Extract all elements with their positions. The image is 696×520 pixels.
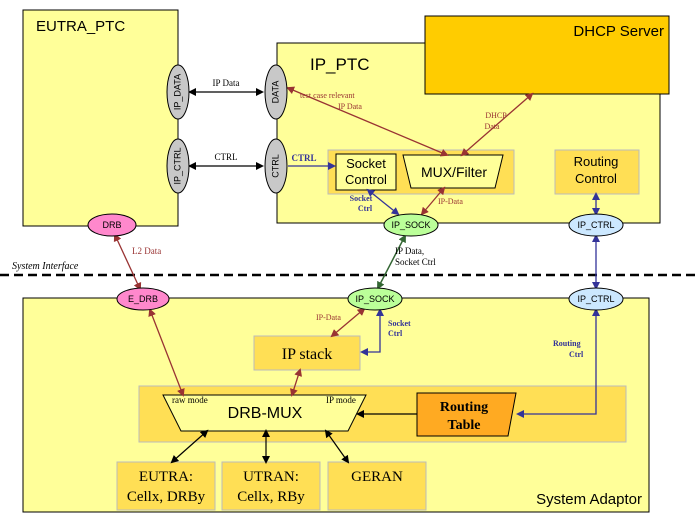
- dhcp-data-line2: Data: [484, 122, 500, 131]
- routing-ctrl-line2: Ctrl: [569, 350, 584, 359]
- ip-mode-arrow: [290, 368, 302, 397]
- e-drb-port: E_DRB: [116, 287, 170, 311]
- system-interface-label: System Interface: [12, 261, 79, 272]
- routing-table-line2: Table: [448, 418, 481, 433]
- ip-sock-link-line1: IP Data,: [395, 246, 424, 256]
- routing-control-line2: Control: [575, 171, 617, 186]
- routing-table-block: Routing Table: [416, 392, 517, 437]
- ip-sock-top-port: IP_SOCK: [383, 213, 439, 237]
- ip-ctrl-top-port-label: IP_CTRL: [577, 220, 614, 230]
- routing-control-line1: Routing: [574, 154, 619, 169]
- ip-ptc-data-port-label: DATA: [270, 81, 280, 104]
- ctrl-label: CTRL: [214, 152, 237, 162]
- ip-ptc-data-port: DATA: [264, 64, 288, 120]
- mux-ip-data-arrow: [420, 186, 446, 216]
- mux-to-eutra-arrow: [170, 429, 209, 464]
- ip-stack-data-label: IP-Data: [316, 313, 341, 322]
- geran-rat-label: GERAN: [351, 469, 403, 485]
- eutra-ip-ctrl-port-label: IP_CTRL: [172, 147, 182, 184]
- l2-data-arrow: [113, 233, 142, 291]
- ip-stack-data-arrow: [330, 307, 366, 338]
- test-case-label-line1: test case relevant: [300, 91, 355, 100]
- utran-rat-block: UTRAN: Cellx, RBy: [221, 461, 321, 511]
- mux-filter-block: MUX/Filter: [402, 154, 504, 189]
- socket-control-line2: Control: [345, 172, 387, 187]
- mux-to-geran-arrow: [324, 429, 350, 464]
- drb-port: DRB: [87, 213, 137, 237]
- eutra-ip-data-port: IP_DATA: [166, 64, 190, 120]
- dhcp-server-title: DHCP Server: [573, 23, 664, 40]
- eutra-rat-line1: EUTRA:: [139, 469, 193, 485]
- eutra-ptc-title: EUTRA_PTC: [36, 18, 125, 35]
- ip-sock-link-line2: Socket Ctrl: [395, 257, 436, 267]
- geran-rat-block: GERAN: [327, 461, 427, 511]
- system-adaptor-title: System Adaptor: [536, 491, 642, 508]
- ip-data-label: IP Data: [213, 78, 240, 88]
- socket-ctrl-line2: Ctrl: [358, 204, 373, 213]
- routing-control-block: Routing Control: [554, 149, 640, 195]
- dhcp-server-block: DHCP Server: [424, 15, 670, 95]
- socket-ctrl-line1: Socket: [350, 194, 373, 203]
- ip-ctrl-top-port: IP_CTRL: [568, 213, 624, 237]
- ip-sock-link-arrow: [377, 234, 406, 290]
- ip-stack-socket-ctrl-line1: Socket: [388, 319, 411, 328]
- drb-port-label: DRB: [102, 220, 121, 230]
- test-case-label-line2: IP Data: [338, 102, 362, 111]
- ip-stack-socket-ctrl-line2: Ctrl: [388, 329, 403, 338]
- mux-ip-data-label: IP-Data: [438, 197, 463, 206]
- raw-mode-arrow: [148, 308, 185, 397]
- socket-control-block: Socket Control: [335, 153, 397, 191]
- ip-sock-top-port-label: IP_SOCK: [391, 220, 430, 230]
- eutra-ip-ctrl-port: IP_CTRL: [166, 138, 190, 194]
- drb-mux-label: DRB-MUX: [228, 405, 303, 422]
- ctrl-bold-label: CTRL: [291, 153, 316, 163]
- drb-mux-block: DRB-MUX raw mode IP mode: [162, 394, 367, 432]
- routing-table-line1: Routing: [440, 400, 488, 415]
- socket-control-line1: Socket: [346, 156, 386, 171]
- utran-rat-line2: Cellx, RBy: [237, 489, 305, 505]
- ip-ptc-ctrl-port-label: CTRL: [270, 154, 280, 178]
- eutra-rat-line2: Cellx, DRBy: [127, 489, 206, 505]
- eutra-ip-data-port-label: IP_DATA: [172, 74, 182, 110]
- raw-mode-label: raw mode: [172, 395, 208, 405]
- ip-ctrl-bottom-port: IP_CTRL: [568, 287, 624, 311]
- dhcp-data-line1: DHCP: [485, 111, 507, 120]
- ip-mode-label: IP mode: [326, 395, 356, 405]
- routing-ctrl-arrow: [516, 308, 600, 418]
- ip-ptc-title: IP_PTC: [310, 55, 370, 74]
- socket-ctrl-arrow: [366, 188, 400, 216]
- ip-stack-label: IP stack: [282, 346, 333, 363]
- eutra-rat-block: EUTRA: Cellx, DRBy: [116, 461, 216, 511]
- dhcp-data-arrow: [460, 92, 534, 157]
- ip-stack-block: IP stack: [253, 335, 361, 371]
- l2-data-label: L2 Data: [132, 246, 161, 256]
- e-drb-port-label: E_DRB: [128, 294, 158, 304]
- ip-ctrl-bottom-port-label: IP_CTRL: [577, 294, 614, 304]
- test-case-data-arrow: [286, 86, 449, 157]
- ip-ptc-ctrl-port: CTRL: [264, 138, 288, 194]
- ip-sock-bottom-port-label: IP_SOCK: [355, 294, 394, 304]
- ip-stack-socket-ctrl-arrow: [360, 308, 384, 356]
- routing-ctrl-line1: Routing: [553, 339, 581, 348]
- eutra-ptc-block: EUTRA_PTC: [22, 9, 179, 227]
- mux-filter-label: MUX/Filter: [421, 164, 487, 180]
- utran-rat-line1: UTRAN:: [243, 469, 299, 485]
- ip-sock-bottom-port: IP_SOCK: [347, 287, 403, 311]
